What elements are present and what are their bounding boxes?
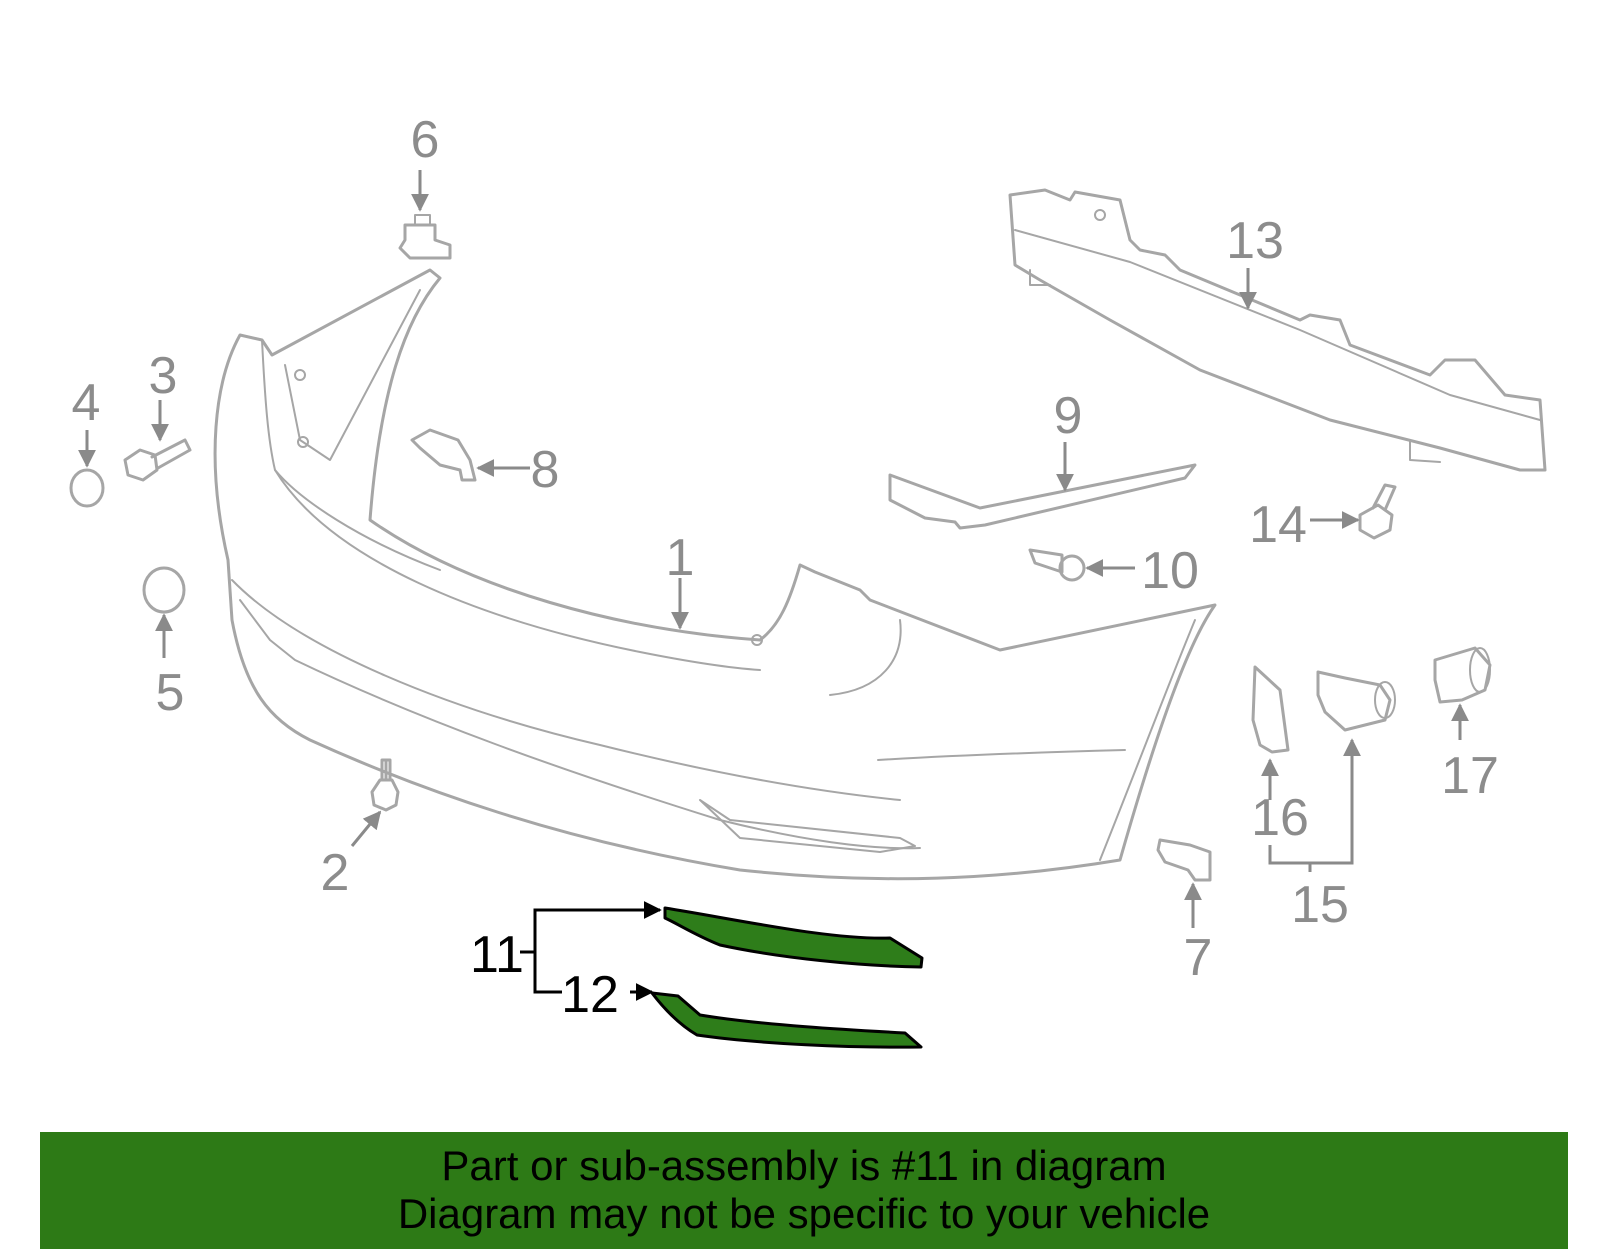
retainer-part-7 (1156, 838, 1212, 882)
bracket-part-8 (410, 428, 477, 482)
callout-16: 16 (1251, 789, 1309, 847)
banner-line-part-number: Part or sub-assembly is #11 in diagram (441, 1142, 1167, 1189)
cap-part (69, 468, 105, 508)
callout-12: 12 (561, 966, 619, 1024)
callout-1: 1 (666, 529, 695, 587)
callout-11: 11 (470, 926, 524, 984)
callout-8: 8 (531, 441, 560, 499)
bumper-cover-part (213, 268, 1217, 881)
reflector-part-12 (650, 991, 923, 1049)
grommet-part (142, 566, 186, 614)
info-banner: Part or sub-assembly is #11 in diagram D… (40, 1132, 1568, 1249)
clip-part-6 (398, 214, 452, 260)
callout-14: 14 (1249, 496, 1307, 554)
sensor-bracket-part (1251, 665, 1290, 754)
callout-13: 13 (1226, 212, 1284, 270)
callout-10: 10 (1141, 542, 1199, 600)
sensor-retainer-part (1433, 646, 1492, 704)
side-bracket-part-9 (888, 463, 1197, 530)
callout-2: 2 (321, 844, 350, 902)
callout-15: 15 (1291, 876, 1349, 934)
callout-7: 7 (1184, 929, 1213, 987)
reinforcement-bar-part (1008, 188, 1547, 472)
callout-4: 4 (72, 374, 101, 432)
parking-sensor-part (1316, 670, 1396, 732)
callout-5: 5 (156, 664, 185, 722)
bolt-part-14 (1358, 483, 1397, 540)
callout-3: 3 (149, 347, 178, 405)
flange-bolt-part (123, 438, 192, 482)
callout-6: 6 (411, 111, 440, 169)
callout-17: 17 (1441, 747, 1499, 805)
bolt-part (370, 758, 400, 812)
reflector-part-11 (663, 906, 924, 969)
banner-line-disclaimer: Diagram may not be specific to your vehi… (397, 1190, 1211, 1237)
push-clip-part (1028, 548, 1086, 582)
callout-9: 9 (1054, 387, 1083, 445)
callout-arrows (78, 170, 1469, 1001)
